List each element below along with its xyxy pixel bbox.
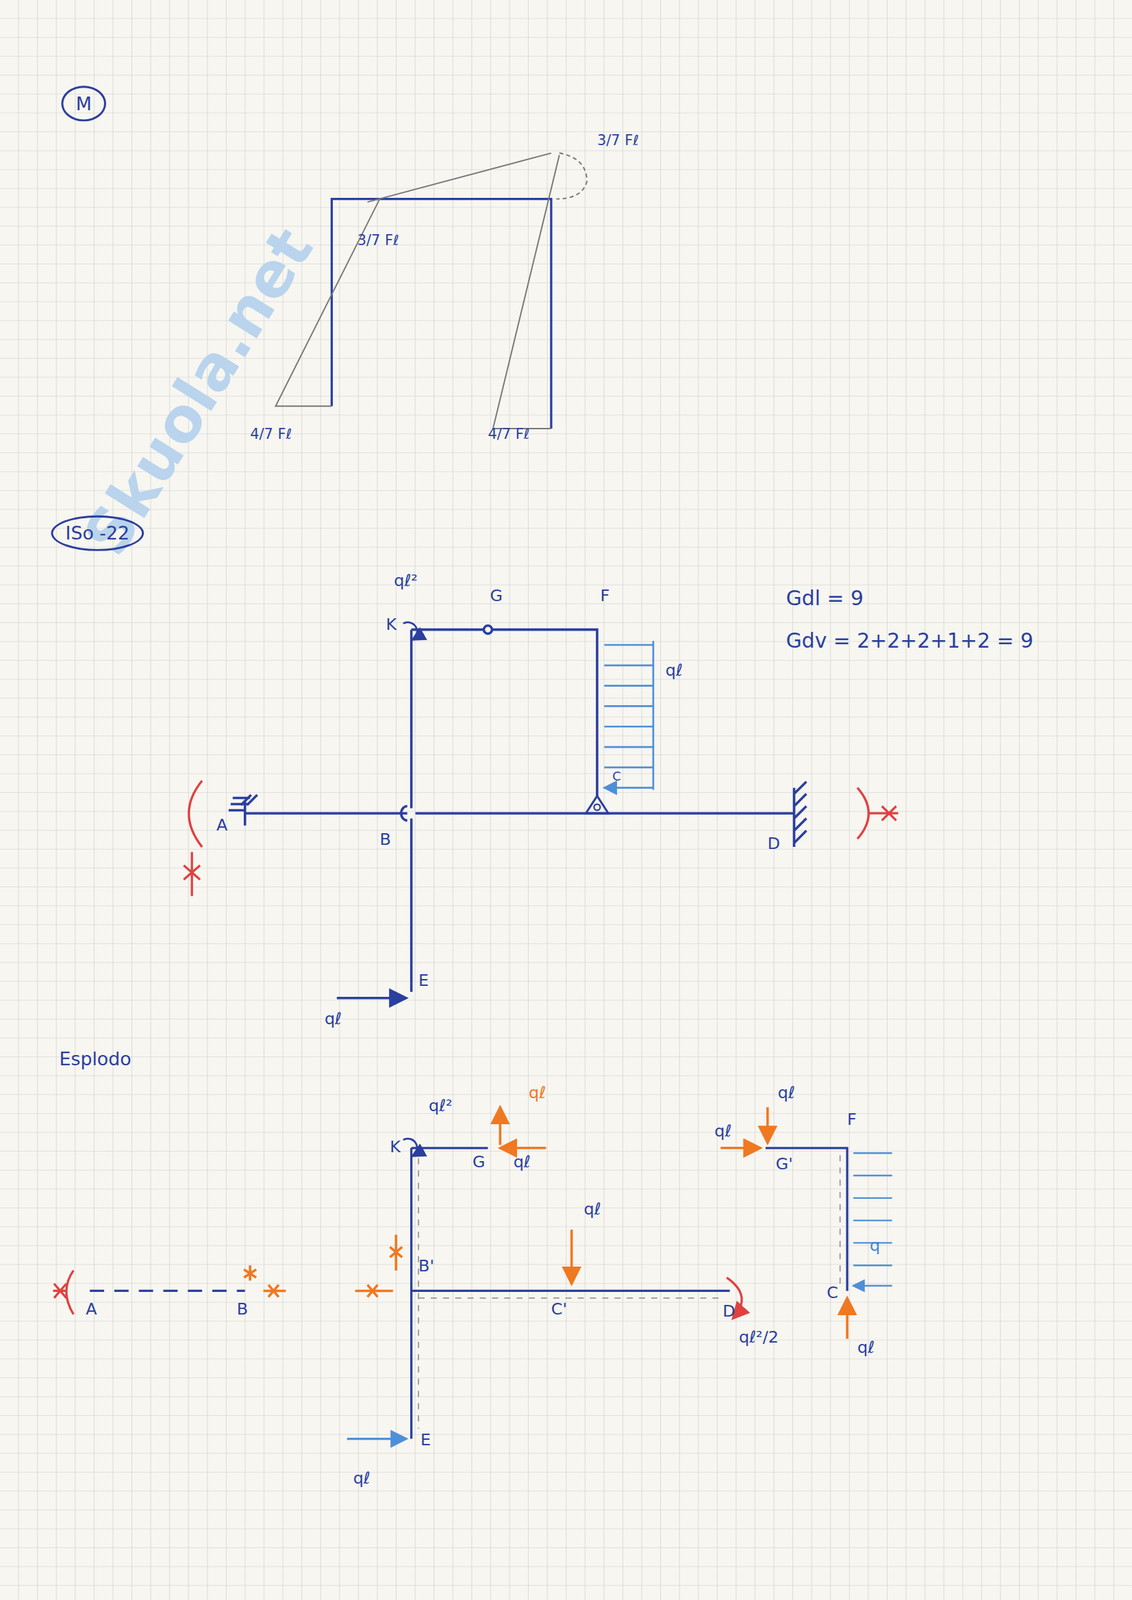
point-label: 3/7 Fℓ: [597, 132, 639, 149]
point-label: K: [389, 1138, 401, 1156]
point-label: Gdv = 2+2+2+1+2 = 9: [786, 630, 1034, 653]
point-label: 3/7 Fℓ: [357, 232, 400, 249]
point-label: B': [418, 1257, 435, 1276]
point-label: C: [612, 770, 622, 785]
point-label: B: [236, 1300, 248, 1319]
point-label: qℓ: [324, 1010, 342, 1029]
circled-title: M: [60, 85, 107, 122]
point-label: K: [385, 615, 397, 634]
point-label: C': [551, 1300, 568, 1319]
point-label: E: [418, 971, 429, 990]
point-label: B: [379, 830, 391, 849]
title-text: ISo -22: [65, 522, 130, 544]
point-label: D: [722, 1302, 735, 1321]
point-label: q: [869, 1236, 880, 1255]
point-label: A: [216, 816, 228, 835]
point-label: qℓ²: [393, 571, 418, 590]
point-label: G: [489, 586, 502, 605]
point-label: qℓ: [353, 1469, 371, 1488]
title-text: M: [76, 93, 92, 115]
point-label: qℓ: [777, 1084, 796, 1102]
circled-title: ISo -22: [51, 515, 145, 552]
point-label: E: [420, 1431, 431, 1450]
point-label: F: [599, 586, 610, 605]
point-label: qℓ: [714, 1123, 732, 1141]
point-label: qℓ: [857, 1339, 875, 1358]
point-label: 4/7 Fℓ: [487, 426, 530, 443]
point-label: qℓ²/2: [738, 1329, 779, 1348]
point-label: qℓ: [513, 1153, 531, 1172]
point-label: G: [472, 1153, 485, 1172]
point-label: G': [775, 1155, 794, 1174]
point-label: qℓ: [528, 1084, 546, 1102]
point-label: A: [85, 1300, 97, 1319]
point-label: D: [767, 834, 781, 853]
point-label: qℓ: [584, 1200, 602, 1219]
point-label: Gdl = 9: [786, 586, 864, 610]
point-label: F: [847, 1110, 857, 1129]
point-label: C: [826, 1284, 839, 1302]
point-label: Esplodo: [58, 1049, 131, 1070]
point-label: qℓ²: [428, 1097, 453, 1115]
point-label: 4/7 Fℓ: [249, 426, 292, 443]
point-label: qℓ: [665, 661, 683, 680]
